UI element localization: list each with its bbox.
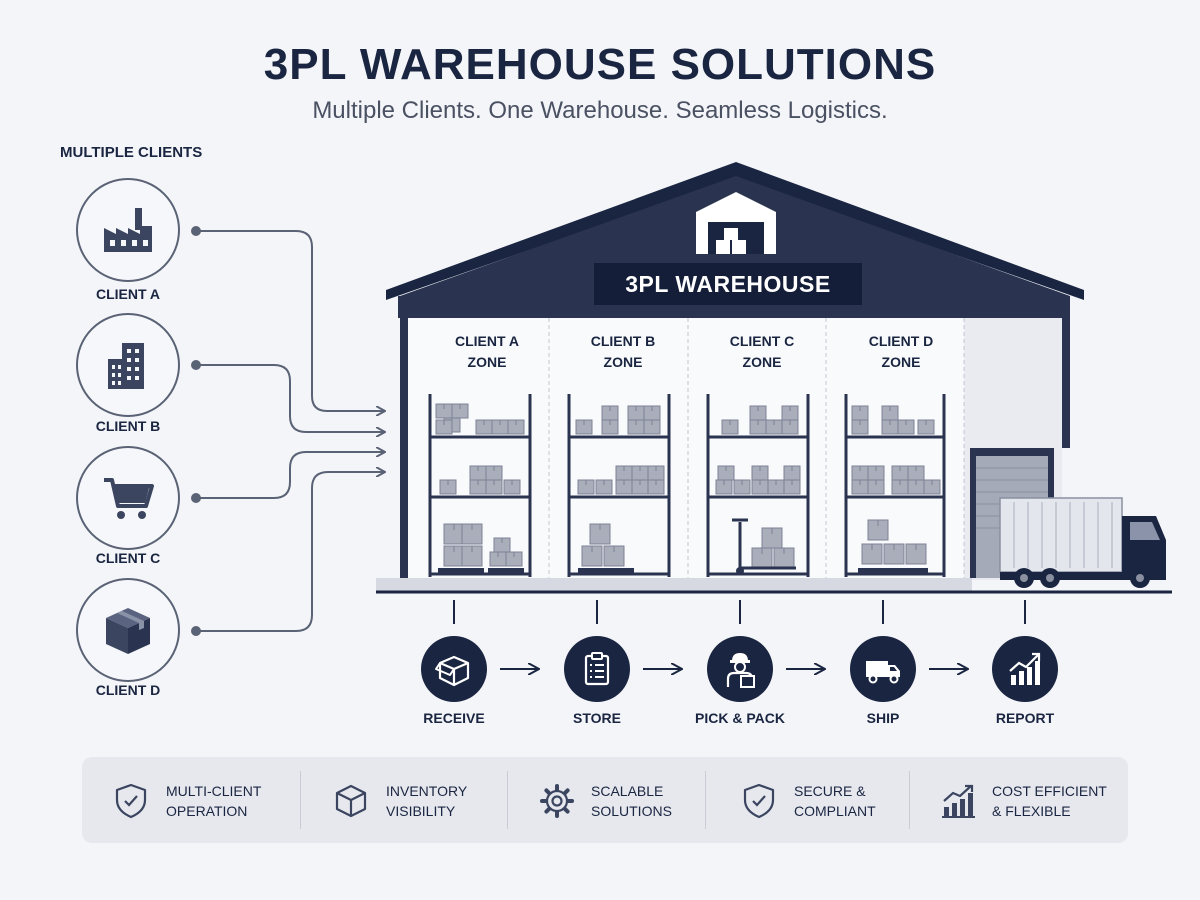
zone-b-label: CLIENT B ZONE [563, 331, 683, 373]
feature-bar: MULTI-CLIENT OPERATION INVENTORY VISIBIL… [82, 757, 1128, 843]
client-c-circle [76, 446, 180, 550]
pick-pack-step-icon [707, 636, 773, 702]
feature-scalable-line1: SCALABLE [591, 783, 664, 799]
shield-check-icon [743, 783, 775, 819]
client-d-circle [76, 578, 180, 682]
zone-d-label-line1: CLIENT D [868, 333, 934, 349]
feature-divider [909, 771, 910, 829]
boxes-zone-c [715, 405, 801, 575]
client-c-label: CLIENT C [95, 550, 161, 566]
factory-icon [104, 208, 152, 252]
feature-multi-client-line1: MULTI-CLIENT [166, 783, 262, 799]
bar-chart-icon [942, 784, 975, 818]
page-subtitle: Multiple Clients. One Warehouse. Seamles… [312, 97, 888, 124]
boxes-zone-a [435, 403, 525, 573]
pick-pack-step-label: PICK & PACK [695, 710, 785, 726]
package-box-icon [106, 608, 150, 654]
cube-icon [335, 784, 367, 818]
feature-scalable-text: SCALABLE SOLUTIONS [591, 781, 741, 821]
feature-secure-text: SECURE & COMPLIANT [794, 781, 944, 821]
client-b-circle [76, 313, 180, 417]
warehouse-logo-icon [696, 192, 776, 254]
report-step-label: REPORT [995, 710, 1055, 726]
zone-b-label-line1: CLIENT B [590, 333, 656, 349]
feature-multi-client-line2: OPERATION [166, 803, 248, 819]
feature-secure-line2: COMPLIANT [794, 803, 876, 819]
client-a-circle [76, 178, 180, 282]
zone-d-label-line2: ZONE [881, 354, 921, 370]
shopping-cart-icon [104, 478, 154, 519]
feature-cost-line2: & FLEXIBLE [992, 803, 1071, 819]
client-d-label: CLIENT D [95, 682, 161, 698]
clipboard-icon [584, 652, 610, 686]
warehouse-label: 3PL WAREHOUSE [594, 263, 862, 305]
feature-divider [300, 771, 301, 829]
open-box-icon [435, 655, 470, 687]
truck-icon [866, 661, 900, 684]
zone-c-label: CLIENT C ZONE [702, 331, 822, 373]
shield-check-icon [115, 783, 147, 819]
gear-icon [540, 784, 574, 818]
feature-divider [507, 771, 508, 829]
ship-step-label: SHIP [866, 710, 900, 726]
feature-inventory-line2: VISIBILITY [386, 803, 456, 819]
shelf-zone-b [567, 394, 671, 577]
feature-divider [705, 771, 706, 829]
office-building-icon [108, 343, 144, 389]
boxes-zone-b [575, 405, 665, 573]
shelf-zone-a [428, 394, 532, 577]
client-a-label: CLIENT A [95, 286, 161, 302]
receive-step-label: RECEIVE [423, 710, 485, 726]
zone-c-label-line2: ZONE [742, 354, 782, 370]
worker-icon [726, 653, 755, 688]
feature-inventory-text: INVENTORY VISIBILITY [386, 781, 536, 821]
zone-a-label-line2: ZONE [467, 354, 507, 370]
zone-c-label-line1: CLIENT C [729, 333, 795, 349]
zone-d-label: CLIENT D ZONE [841, 331, 961, 373]
feature-secure-line1: SECURE & [794, 783, 866, 799]
store-step-icon [564, 636, 630, 702]
feature-multi-client-text: MULTI-CLIENT OPERATION [166, 781, 316, 821]
shelf-zone-d [844, 394, 946, 577]
feature-scalable-line2: SOLUTIONS [591, 803, 672, 819]
zone-b-label-line2: ZONE [603, 354, 643, 370]
client-b-label: CLIENT B [95, 418, 161, 434]
truck-illustration [999, 497, 1166, 588]
receive-step-icon [421, 636, 487, 702]
report-step-icon [992, 636, 1058, 702]
ship-step-icon [850, 636, 916, 702]
zone-a-label: CLIENT A ZONE [427, 331, 547, 373]
shelf-zone-c [706, 394, 810, 577]
client-connectors [191, 226, 384, 636]
growth-chart-icon [1009, 652, 1041, 685]
store-step-label: STORE [573, 710, 621, 726]
feature-cost-line1: COST EFFICIENT [992, 783, 1107, 799]
process-connectors [453, 600, 1026, 669]
boxes-zone-d [851, 405, 941, 573]
feature-cost-text: COST EFFICIENT & FLEXIBLE [992, 781, 1142, 821]
page-title: 3PL WAREHOUSE SOLUTIONS [263, 40, 937, 89]
zone-a-label-line1: CLIENT A [454, 333, 520, 349]
clients-heading: MULTIPLE CLIENTS [60, 144, 203, 161]
feature-inventory-line1: INVENTORY [386, 783, 468, 799]
